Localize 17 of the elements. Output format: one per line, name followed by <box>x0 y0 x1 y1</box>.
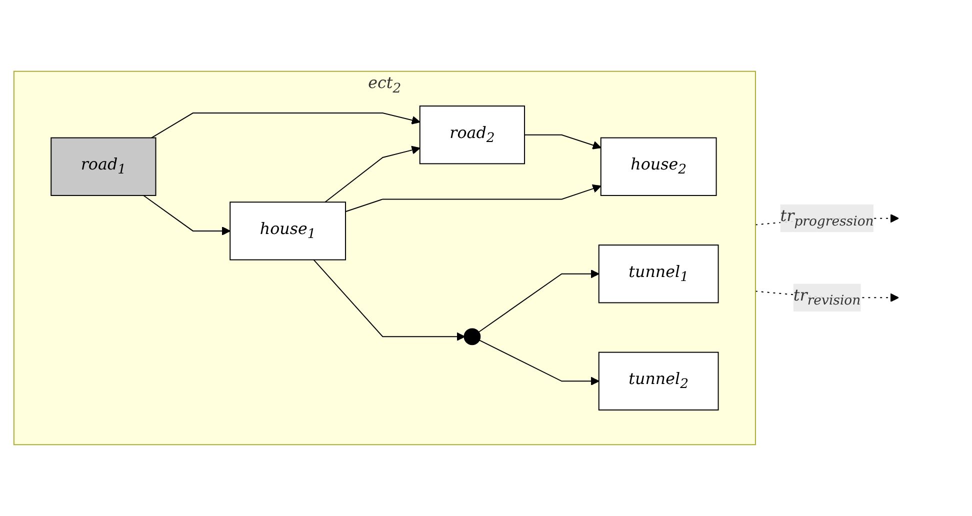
arrow <box>478 339 600 386</box>
arrow <box>324 146 420 203</box>
arrow <box>313 259 466 341</box>
node-box: house$_{1}$ <box>230 202 346 260</box>
node-box: house$_{2}$ <box>600 137 717 196</box>
arrow <box>143 194 230 236</box>
edge-label: tr$_{revision}$ <box>793 286 861 309</box>
node-box: tunnel$_{2}$ <box>598 352 719 410</box>
arrow <box>478 270 600 333</box>
arrow <box>151 112 420 138</box>
node-circle <box>464 328 481 346</box>
arrow <box>524 134 602 150</box>
node-box: road$_{1}$ <box>50 137 156 196</box>
arrow <box>345 184 602 212</box>
node-box: road$_{2}$ <box>419 106 526 164</box>
node-box: tunnel$_{1}$ <box>598 244 719 304</box>
edge-label: tr$_{progression}$ <box>780 206 874 230</box>
